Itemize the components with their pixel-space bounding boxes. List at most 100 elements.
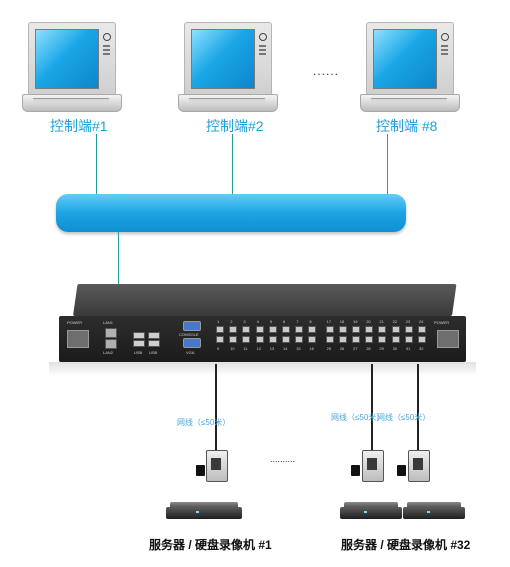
rj45-port — [338, 336, 347, 343]
link-line — [96, 134, 97, 194]
port-number: 4 — [256, 319, 259, 324]
rj45-port — [391, 336, 400, 343]
dvr-top — [407, 502, 461, 508]
port-number: 25 — [326, 346, 332, 351]
vga-label: VGA — [186, 350, 195, 355]
rj45-port — [391, 326, 400, 333]
rj45-port — [216, 326, 224, 333]
port-number: 16 — [309, 346, 314, 351]
rj45-port — [255, 326, 264, 333]
rj45-port — [216, 336, 224, 343]
laptop-8 — [360, 22, 460, 114]
cable-label-32: 网线（≤50米） — [377, 413, 431, 422]
usb-port — [148, 332, 160, 339]
port-number: 3 — [243, 319, 246, 324]
vent-bar — [441, 45, 448, 47]
rj45-port — [282, 326, 290, 333]
usb-label-1: USB — [134, 350, 143, 355]
port-number: 29 — [379, 346, 384, 351]
vent-bar — [103, 45, 110, 47]
vga-port — [183, 338, 201, 348]
port-number: 22 — [392, 319, 398, 324]
rj45-port — [404, 336, 413, 343]
laptop-base — [22, 94, 122, 112]
power-icon — [103, 33, 111, 41]
dvr-body — [166, 507, 242, 519]
port-number: 13 — [269, 346, 275, 351]
laptop-lid — [28, 22, 116, 96]
usb-port — [133, 340, 145, 347]
console-label: CONSOLE — [179, 332, 199, 337]
kvm-adapter-1 — [206, 450, 228, 482]
usb-connector-icon — [351, 465, 360, 476]
switch-shadow — [49, 362, 476, 376]
laptops-ellipsis: ...... — [313, 64, 340, 78]
rj45-port — [308, 336, 317, 343]
laptop-side-panel — [102, 29, 111, 87]
keyboard-slot — [189, 98, 265, 102]
dvr-top — [344, 502, 398, 508]
port-number: 31 — [405, 346, 411, 351]
link-line — [387, 134, 388, 194]
rj45-port — [365, 336, 374, 343]
dvr-body — [340, 507, 402, 519]
port-number: 9 — [217, 346, 220, 351]
control-label-1: 控制端#1 — [50, 118, 108, 134]
vent-bar — [441, 49, 448, 51]
kvm-adapter-31 — [362, 450, 384, 482]
lan2-label: LAN2 — [103, 350, 114, 355]
lan1-port — [105, 328, 117, 338]
usb-connector-icon — [196, 465, 205, 476]
laptop-1 — [22, 22, 122, 114]
switch-top — [73, 284, 457, 316]
port-number: 32 — [419, 346, 424, 351]
laptop-side-panel — [258, 29, 267, 87]
usb-port — [133, 332, 145, 339]
port-number: 26 — [339, 346, 345, 351]
keyboard-slot — [371, 98, 447, 102]
port-number: 24 — [419, 319, 424, 324]
cable-1 — [215, 364, 217, 450]
dvr-device-b — [403, 502, 465, 522]
rj45-port — [378, 326, 387, 333]
port-number: 1 — [217, 319, 220, 324]
adapters-ellipsis: .......... — [270, 454, 296, 464]
rj45-port — [325, 326, 334, 333]
rj45-port — [242, 326, 251, 333]
dvr-device-a — [340, 502, 402, 522]
rj45-port — [308, 326, 317, 333]
power-socket-left — [67, 330, 89, 348]
dvr-body — [403, 507, 465, 519]
cable-label-1: 网线（≤50米） — [177, 418, 231, 427]
rj45-port — [325, 336, 334, 343]
dvr-top — [170, 502, 238, 508]
power-right-label: POWER — [434, 320, 450, 325]
adapter-port — [413, 458, 423, 470]
cable-31 — [371, 364, 373, 450]
rj45-port — [268, 326, 277, 333]
laptop-screen — [191, 29, 255, 89]
rj45-port — [404, 326, 413, 333]
rj45-port — [418, 326, 426, 333]
usb-port — [148, 340, 160, 347]
power-socket-right — [437, 330, 459, 348]
port-number: 10 — [230, 346, 235, 351]
vent-bar — [441, 53, 448, 55]
power-icon — [441, 33, 449, 41]
server-label-1: 服务器 / 硬盘录像机 #1 — [149, 538, 272, 552]
usb-label-2: USB — [149, 350, 158, 355]
port-number: 18 — [339, 319, 345, 324]
dvr-device-1 — [166, 502, 242, 522]
port-number: 7 — [296, 319, 299, 324]
rj45-port — [352, 336, 360, 343]
dvr-led — [364, 511, 367, 513]
port-number: 5 — [269, 319, 273, 324]
control-label-2: 控制端#2 — [206, 118, 264, 134]
cable-label-31: 网线（≤50米） — [331, 413, 385, 422]
port-number: 30 — [392, 346, 398, 351]
laptop-screen — [35, 29, 99, 89]
usb-connector-icon — [397, 465, 406, 476]
port-number: 8 — [309, 319, 312, 324]
